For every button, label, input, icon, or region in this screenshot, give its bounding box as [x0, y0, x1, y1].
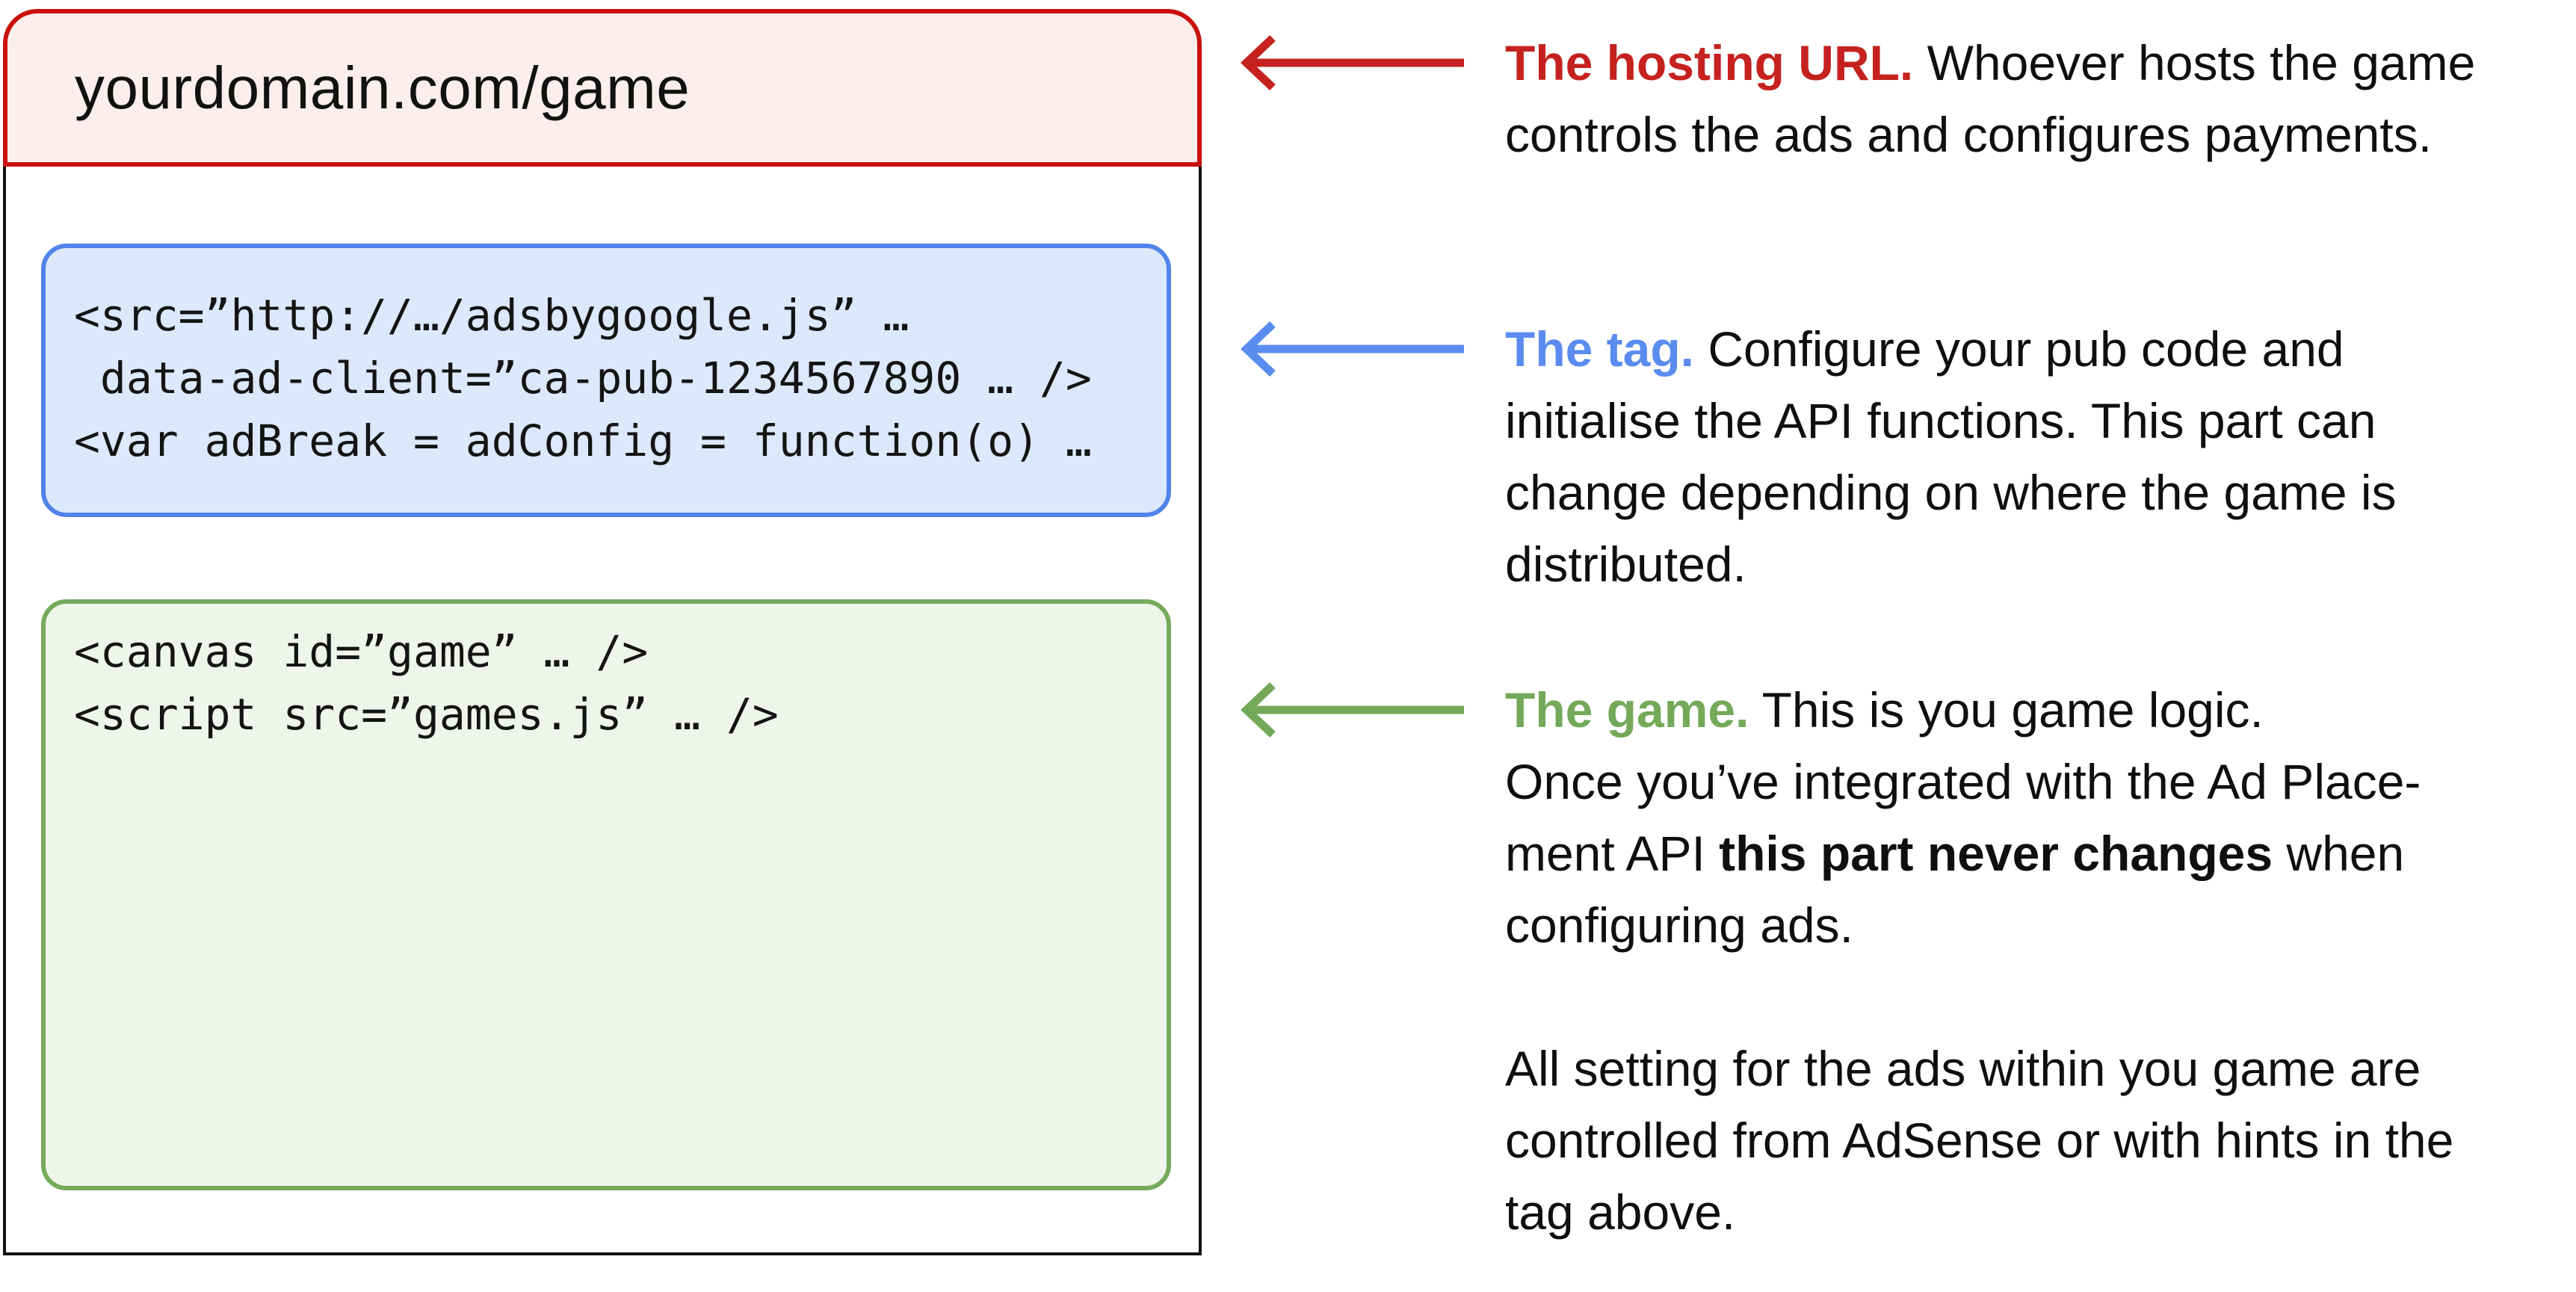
- text-line: The tag. Configure your pub code and: [1505, 313, 2574, 385]
- text-line: distributed.: [1505, 537, 1746, 592]
- hosting-text: Whoever hosts the game: [1913, 35, 2476, 90]
- game-annotation: The game. This is you game logic. Once y…: [1505, 674, 2574, 1248]
- code-line: <canvas id=”game” … />: [74, 626, 649, 677]
- hosting-annotation: The hosting URL. Whoever hosts the game …: [1505, 27, 2574, 170]
- browser-header: yourdomain.com/game: [3, 9, 1202, 167]
- game-text: ment API: [1505, 826, 1720, 881]
- text-line: The game. This is you game logic.: [1505, 674, 2574, 746]
- tag-code-block: <src=”http://…/adsbygoogle.js” … data-ad…: [41, 244, 1171, 517]
- code-line: data-ad-client=”ca-pub-1234567890 … />: [74, 353, 1092, 404]
- code-line: <script src=”games.js” … />: [74, 689, 779, 740]
- code-line: <var adBreak = adConfig = function(o) …: [74, 415, 1092, 466]
- text-line: Once you’ve integrated with the Ad Place…: [1505, 754, 2421, 809]
- text-line: tag above.: [1505, 1184, 1736, 1240]
- text-line: All setting for the ads within you game …: [1505, 1041, 2421, 1096]
- game-code-block: <canvas id=”game” … /> <script src=”game…: [41, 599, 1171, 1190]
- tag-annotation: The tag. Configure your pub code and ini…: [1505, 313, 2574, 600]
- game-lead-text: The game.: [1505, 682, 1749, 738]
- text-line: ment API this part never changes when: [1505, 817, 2574, 889]
- text-line: controls the ads and configures payments…: [1505, 107, 2433, 162]
- text-line: The hosting URL. Whoever hosts the game: [1505, 27, 2574, 99]
- game-text: when: [2273, 826, 2405, 881]
- tag-left-arrow-icon: [1235, 304, 1467, 394]
- hosting-left-arrow-icon: [1235, 18, 1467, 108]
- adsense-note: All setting for the ads within you game …: [1505, 1033, 2574, 1248]
- text-line: change depending on where the game is: [1505, 465, 2397, 520]
- code-line: <src=”http://…/adsbygoogle.js” …: [74, 290, 909, 341]
- url-text: yourdomain.com/game: [75, 54, 691, 121]
- tag-lead-text: The tag.: [1505, 321, 1695, 377]
- hosting-lead-text: The hosting URL.: [1505, 35, 1914, 90]
- game-bold-text: this part never changes: [1719, 826, 2273, 881]
- tag-text: Configure your pub code and: [1694, 321, 2344, 377]
- game-left-arrow-icon: [1235, 665, 1467, 755]
- game-text: This is you game logic.: [1749, 682, 2264, 738]
- text-line: configuring ads.: [1505, 897, 1853, 953]
- text-line: initialise the API functions. This part …: [1505, 393, 2376, 448]
- text-line: controlled from AdSense or with hints in…: [1505, 1113, 2454, 1168]
